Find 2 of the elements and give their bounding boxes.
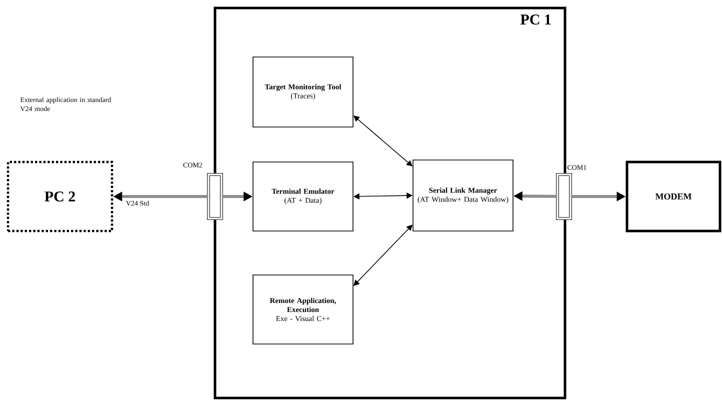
device-box: PC 2 — [6, 160, 114, 232]
device-box: MODEM — [626, 160, 722, 232]
